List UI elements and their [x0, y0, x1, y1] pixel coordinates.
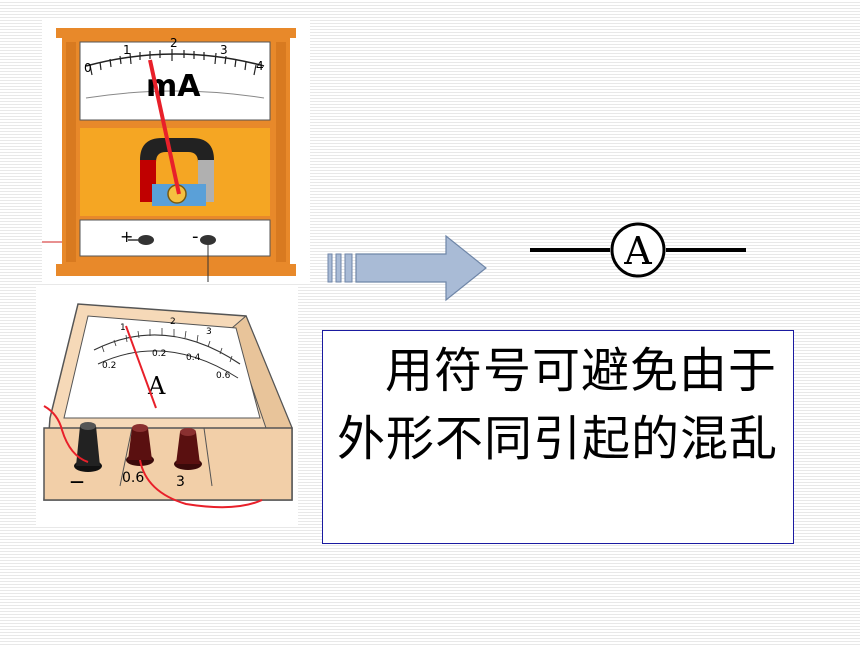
red-wire-left: [43, 405, 89, 463]
milliammeter-illustration: 0 1 2 3 4 mA + -: [42, 28, 296, 282]
ammeter-scale-bottom-2: 0.2: [152, 349, 166, 359]
ma-plus-terminal: +: [120, 227, 133, 246]
ammeter-unit-label: A: [147, 372, 166, 400]
scale-face: [79, 41, 271, 121]
ammeter-scale-top-2: 2: [170, 317, 176, 327]
terminal-minus-label: —: [70, 474, 84, 490]
ammeter-symbol: A: [530, 222, 746, 278]
horseshoe-magnet: [140, 138, 214, 202]
terminal-06-label: 0.6: [122, 470, 144, 486]
ammeter-illustration: 1 2 3 0.2 0.2 0.4 0.6 A — 0.6 3: [43, 303, 293, 509]
terminal-panel: [79, 219, 271, 257]
right-arrow-icon: [327, 234, 487, 302]
ma-scale-label-0: 0: [84, 61, 92, 75]
terminal-3-label: 3: [176, 474, 185, 490]
ammeter-scale-bottom-3: 0.4: [186, 353, 201, 363]
caption-box: 用符号可避免由于外形不同引起的混乱: [322, 330, 794, 544]
ma-scale-label-1: 1: [123, 43, 131, 57]
ammeter-needle: [125, 325, 157, 409]
symbol-circle: [610, 222, 666, 278]
terminal-3-post: [174, 428, 202, 470]
terminal-minus-post: [74, 422, 102, 472]
ammeter-scale-bottom-4: 0.6: [216, 371, 231, 381]
ma-scale-label-3: 3: [220, 43, 228, 57]
ma-minus-terminal: -: [192, 226, 199, 247]
ammeter-scale-bottom-1: 0.2: [102, 361, 116, 371]
ma-scale-label-4: 4: [256, 59, 264, 73]
needle: [148, 59, 181, 195]
red-wire-right: [139, 459, 263, 509]
caption-text: 用符号可避免由于外形不同引起的混乱: [337, 343, 779, 467]
symbol-letter: A: [623, 229, 652, 273]
ma-scale-label-2: 2: [170, 36, 178, 50]
ammeter-scale-top-3: 3: [206, 327, 212, 337]
ammeter-scale-top-1: 1: [120, 323, 126, 333]
